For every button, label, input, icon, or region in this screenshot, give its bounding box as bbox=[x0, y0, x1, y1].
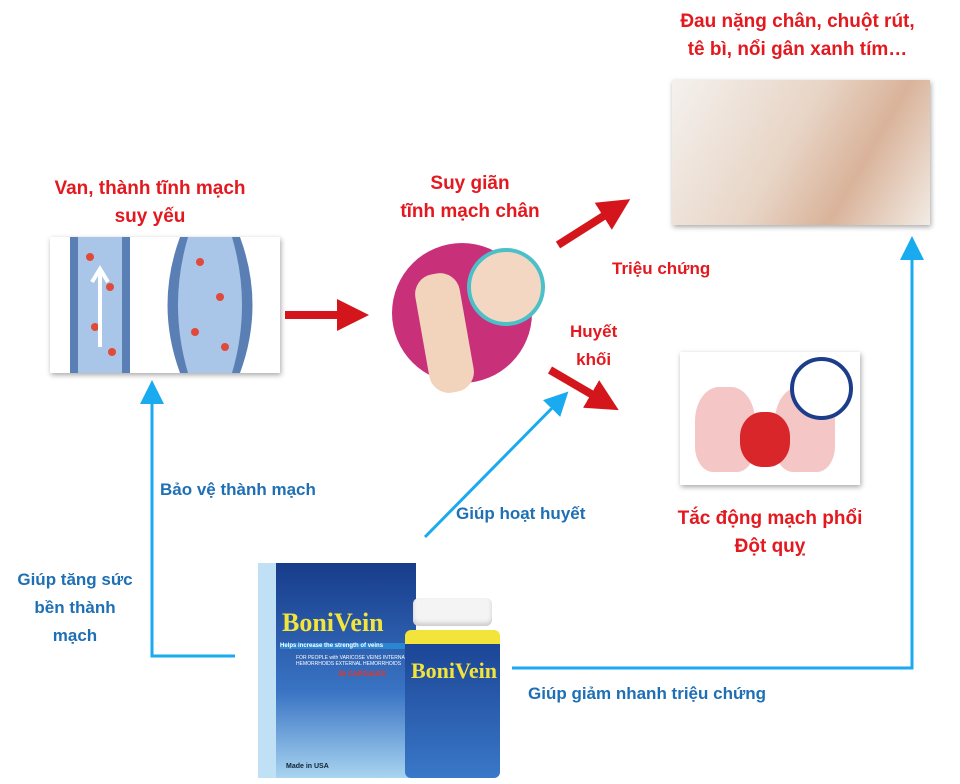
complication-line2: Đột quỵ bbox=[734, 536, 806, 557]
cause-title: Van, thành tĩnh mạch suy yếu bbox=[25, 175, 275, 231]
cause-title-line2: suy yếu bbox=[114, 206, 186, 227]
condition-title: Suy giãn tĩnh mạch chân bbox=[380, 170, 560, 226]
product-box-capsules: 30 CAPSULES bbox=[338, 671, 386, 678]
clot-label: Huyết khối bbox=[570, 318, 617, 374]
benefit-strength: Giúp tăng sức bền thành mạch bbox=[5, 566, 145, 650]
cause-title-line1: Van, thành tĩnh mạch bbox=[54, 178, 246, 199]
benefit-strength-line2: bền thành bbox=[34, 598, 116, 617]
benefit-strength-line3: mạch bbox=[52, 626, 98, 645]
product-box-tagline: Helps increase the strength of veins bbox=[280, 643, 410, 649]
red-arrow-to-clot bbox=[547, 366, 619, 411]
product-bottle-brand: BoniVein bbox=[411, 658, 498, 683]
product-box-brand: BoniVein bbox=[282, 608, 384, 637]
leg-pain-photo bbox=[672, 80, 930, 225]
product-box-indications: FOR PEOPLE with VARICOSE VEINS INTERNAL … bbox=[296, 655, 408, 667]
symptom-label: Triệu chứng bbox=[612, 259, 711, 278]
product-box-origin: Made in USA bbox=[286, 763, 329, 770]
blue-arrow-circulation bbox=[423, 391, 569, 539]
benefit-circulation: Giúp hoạt huyết bbox=[456, 504, 586, 523]
benefit-protect: Bảo vệ thành mạch bbox=[160, 480, 316, 499]
benefit-strength-line1: Giúp tăng sức bbox=[17, 570, 133, 589]
clot-label-line1: Huyết bbox=[570, 322, 618, 341]
condition-title-line1: Suy giãn bbox=[430, 173, 510, 194]
benefit-relief: Giúp giảm nhanh triệu chứng bbox=[528, 684, 767, 703]
symptom-title-line2: tê bì, nổi gân xanh tím… bbox=[687, 39, 908, 60]
symptom-title-line1: Đau nặng chân, chuột rút, bbox=[680, 11, 915, 32]
symptom-title: Đau nặng chân, chuột rút, tê bì, nổi gân … bbox=[650, 8, 945, 64]
product-bottle: BoniVein bbox=[405, 598, 500, 778]
blue-arrow-protect bbox=[140, 380, 235, 658]
clot-label-line2: khối bbox=[576, 350, 612, 369]
varicose-legs-image bbox=[392, 243, 545, 396]
product-box: BoniVein Helps increase the strength of … bbox=[258, 563, 416, 778]
complication-line1: Tắc động mạch phổi bbox=[677, 508, 863, 529]
vein-valve-image bbox=[50, 237, 280, 373]
red-arrow-to-symptoms bbox=[555, 199, 631, 249]
blue-arrow-relief bbox=[512, 236, 924, 670]
lung-embolism-image bbox=[680, 352, 860, 485]
condition-title-line2: tĩnh mạch chân bbox=[400, 201, 540, 222]
